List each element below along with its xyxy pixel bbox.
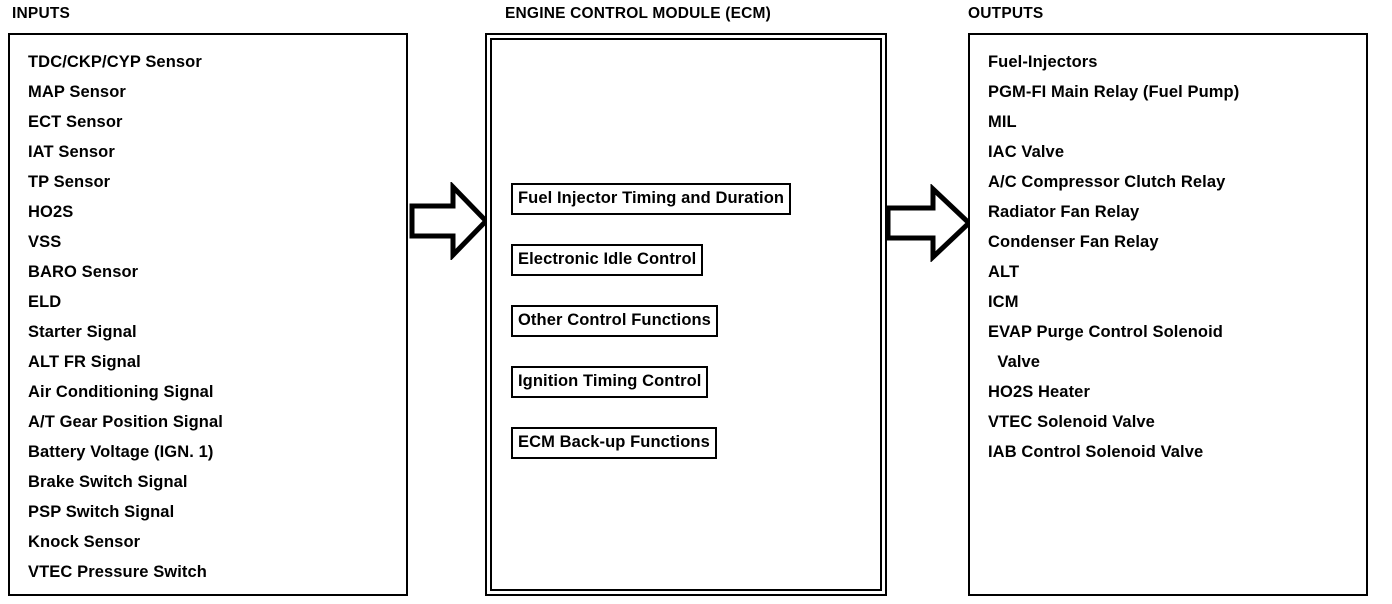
output-list-item: HO2S Heater bbox=[988, 383, 1090, 401]
input-list-item: A/T Gear Position Signal bbox=[28, 413, 223, 431]
ecm-function-box: ECM Back-up Functions bbox=[511, 427, 717, 459]
input-list-item: Battery Voltage (IGN. 1) bbox=[28, 443, 214, 461]
input-list-item: ECT Sensor bbox=[28, 113, 123, 131]
input-list-item: Brake Switch Signal bbox=[28, 473, 188, 491]
input-list-item: HO2S bbox=[28, 203, 74, 221]
ecm-function-box: Fuel Injector Timing and Duration bbox=[511, 183, 792, 215]
arrow-right-icon-ecm-to-outputs bbox=[885, 183, 973, 263]
output-list-item: IAB Control Solenoid Valve bbox=[988, 443, 1204, 461]
ecm-function-box: Electronic Idle Control bbox=[511, 244, 704, 276]
output-list-item: Radiator Fan Relay bbox=[988, 203, 1140, 221]
input-list-item: ALT FR Signal bbox=[28, 353, 141, 371]
ecm-function-box: Ignition Timing Control bbox=[511, 366, 709, 398]
output-list-item: IAC Valve bbox=[988, 143, 1065, 161]
input-list-item: BARO Sensor bbox=[28, 263, 139, 281]
arrow-right-icon bbox=[409, 180, 490, 262]
input-list-item: MAP Sensor bbox=[28, 83, 126, 101]
input-list-item: VTEC Pressure Switch bbox=[28, 563, 207, 581]
inputs-heading: INPUTS bbox=[12, 5, 71, 22]
input-list-item: TP Sensor bbox=[28, 173, 111, 191]
output-list-item: ICM bbox=[988, 293, 1019, 311]
arrow-right-icon bbox=[885, 183, 973, 263]
input-list-item: Knock Sensor bbox=[28, 533, 141, 551]
outputs-heading: OUTPUTS bbox=[968, 5, 1044, 22]
input-list-item: ELD bbox=[28, 293, 62, 311]
input-list-item: Air Conditioning Signal bbox=[28, 383, 214, 401]
output-list-item: Fuel-Injectors bbox=[988, 53, 1098, 71]
ecm-function-box: Other Control Functions bbox=[511, 305, 718, 337]
output-list-item: PGM-FI Main Relay (Fuel Pump) bbox=[988, 83, 1240, 101]
input-list-item: Starter Signal bbox=[28, 323, 137, 341]
output-list-item: Valve bbox=[988, 353, 1041, 371]
output-list-item: A/C Compressor Clutch Relay bbox=[988, 173, 1226, 191]
output-list-item: ALT bbox=[988, 263, 1020, 281]
output-list-item: EVAP Purge Control Solenoid bbox=[988, 323, 1223, 341]
output-list-item: MIL bbox=[988, 113, 1017, 131]
input-list-item: PSP Switch Signal bbox=[28, 503, 175, 521]
output-list-item: Condenser Fan Relay bbox=[988, 233, 1159, 251]
input-list-item: TDC/CKP/CYP Sensor bbox=[28, 53, 202, 71]
input-list-item: IAT Sensor bbox=[28, 143, 115, 161]
arrow-right-icon-inputs-to-ecm bbox=[409, 180, 490, 262]
input-list-item: VSS bbox=[28, 233, 62, 251]
ecm-heading: ENGINE CONTROL MODULE (ECM) bbox=[505, 5, 772, 22]
output-list-item: VTEC Solenoid Valve bbox=[988, 413, 1155, 431]
